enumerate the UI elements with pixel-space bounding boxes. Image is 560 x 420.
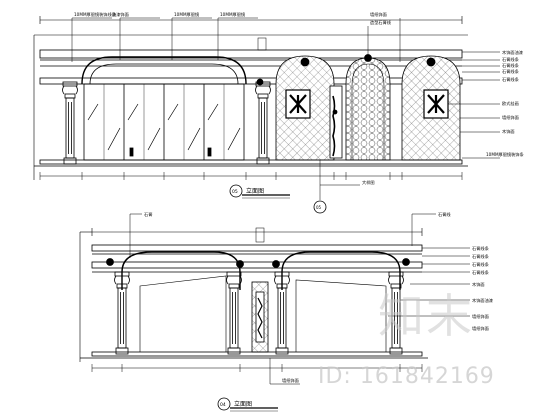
bottom-elevation-number: 04 <box>220 402 226 408</box>
label-right-6: 欧式挂画 <box>502 100 519 107</box>
bottom-right-label-5: 木饰面 <box>472 281 485 288</box>
label-top-right-1: 墙纸饰面 <box>370 11 387 18</box>
label-top-left-1: 10MM厚银镜装饰线条 <box>74 11 117 18</box>
bottom-top-label-2: 石膏线 <box>438 211 451 218</box>
top-elevation-title: 立面图 <box>246 187 264 195</box>
bottom-elevation <box>79 213 470 412</box>
label-right-1: 木饰面油漆 <box>502 49 523 56</box>
top-left-leaders <box>71 17 258 62</box>
label-right-2: 石膏线条 <box>502 56 520 63</box>
bottom-right-label-8: 墙纸饰面 <box>472 325 489 332</box>
top-dimension-chain <box>39 16 463 24</box>
label-top-right-2: 造型石膏线 <box>370 19 392 26</box>
label-top-left-2: 油漆饰面 <box>112 11 129 18</box>
label-right-8: 木饰面 <box>502 128 515 135</box>
label-right-7: 墙纸饰面 <box>502 114 519 121</box>
bottom-top-label-1: 石膏 <box>144 211 152 218</box>
watermark-logo: 知末 <box>378 289 474 343</box>
bottom-right-label-6: 木饰面油漆 <box>472 297 493 304</box>
label-right-4: 石膏线条 <box>502 68 520 75</box>
label-right-9: 10MM厚银镜装饰条 <box>486 151 524 158</box>
label-right-5: 石膏线条 <box>502 76 520 83</box>
bottom-right-label-7: 墙纸饰面 <box>472 313 489 320</box>
bottom-right-label-1: 石膏线条 <box>472 245 490 252</box>
glass-doors <box>83 83 245 161</box>
callout-text: 大样图 <box>362 179 375 186</box>
bottom-elevation-title: 立面图 <box>234 400 252 408</box>
top-elevation-number: 05 <box>232 189 238 195</box>
label-top-left-3: 10MM厚银镜 <box>174 11 200 18</box>
callout-mark: 05 <box>316 205 322 210</box>
top-right-leaders <box>367 18 500 159</box>
top-bottom-dims <box>39 172 463 180</box>
bottom-right-label-4: 石膏线条 <box>472 269 490 276</box>
label-right-3: 石膏线条 <box>502 62 520 69</box>
watermark-id: ID: 161842169 <box>318 364 495 389</box>
bottom-right-label-2: 石膏线条 <box>472 253 490 260</box>
bottom-floor-label: 墙纸饰面 <box>282 377 299 384</box>
bottom-right-label-3: 石膏线条 <box>472 261 490 268</box>
top-elevation <box>33 16 500 214</box>
label-top-left-4: 10MM厚银镜 <box>220 11 246 18</box>
